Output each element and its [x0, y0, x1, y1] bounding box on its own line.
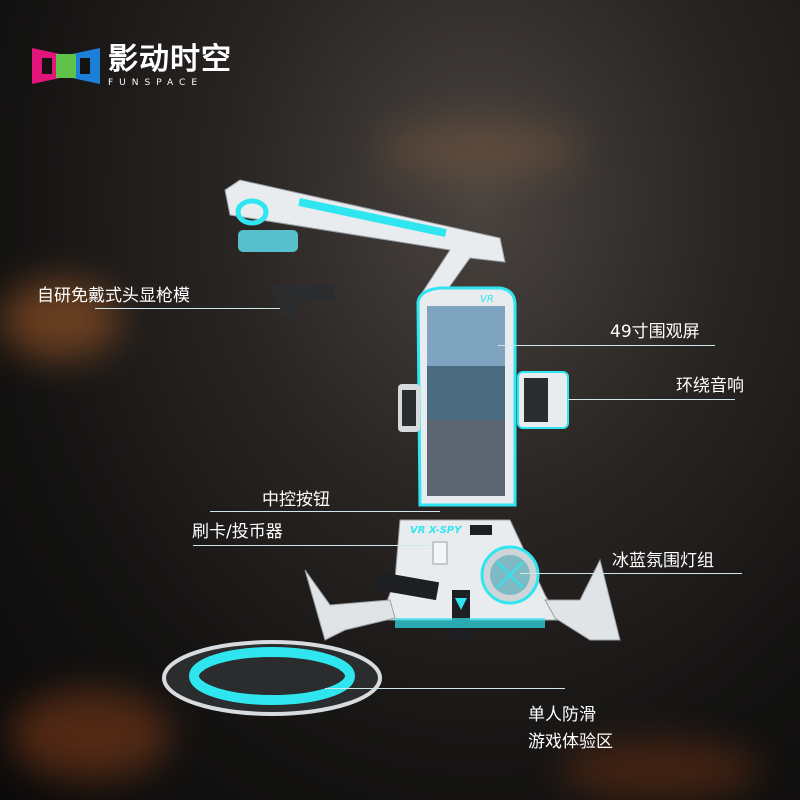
callout-lights: 冰蓝氛围灯组 — [612, 551, 714, 571]
model-label: VR X-SPY — [410, 525, 463, 536]
brand-logo: 影动时空 FUNSPACE — [30, 44, 232, 88]
leader-line — [95, 308, 280, 309]
fire-glow — [380, 120, 580, 180]
leader-line — [520, 573, 742, 574]
callout-mat-line2: 游戏体验区 — [528, 732, 613, 752]
callout-mat-line1: 单人防滑 — [528, 705, 596, 725]
fire-glow — [10, 690, 170, 780]
logo-mark-icon — [32, 48, 100, 84]
leader-line — [325, 688, 565, 689]
callout-screen: 49寸围观屏 — [610, 322, 700, 342]
callout-speakers: 环绕音响 — [676, 376, 744, 396]
leader-line — [210, 511, 440, 512]
leader-line — [193, 545, 430, 546]
callout-control-button: 中控按钮 — [262, 490, 330, 510]
callout-gun-headset: 自研免戴式头显枪模 — [37, 286, 190, 306]
leader-line — [568, 399, 735, 400]
top-label: VR — [480, 294, 494, 305]
callout-card-coin: 刷卡/投币器 — [192, 522, 283, 542]
fire-glow — [0, 280, 120, 360]
leader-line — [498, 345, 715, 346]
brand-name-cn: 影动时空 — [108, 41, 232, 77]
brand-name-en: FUNSPACE — [108, 77, 204, 88]
fire-glow — [560, 740, 760, 800]
